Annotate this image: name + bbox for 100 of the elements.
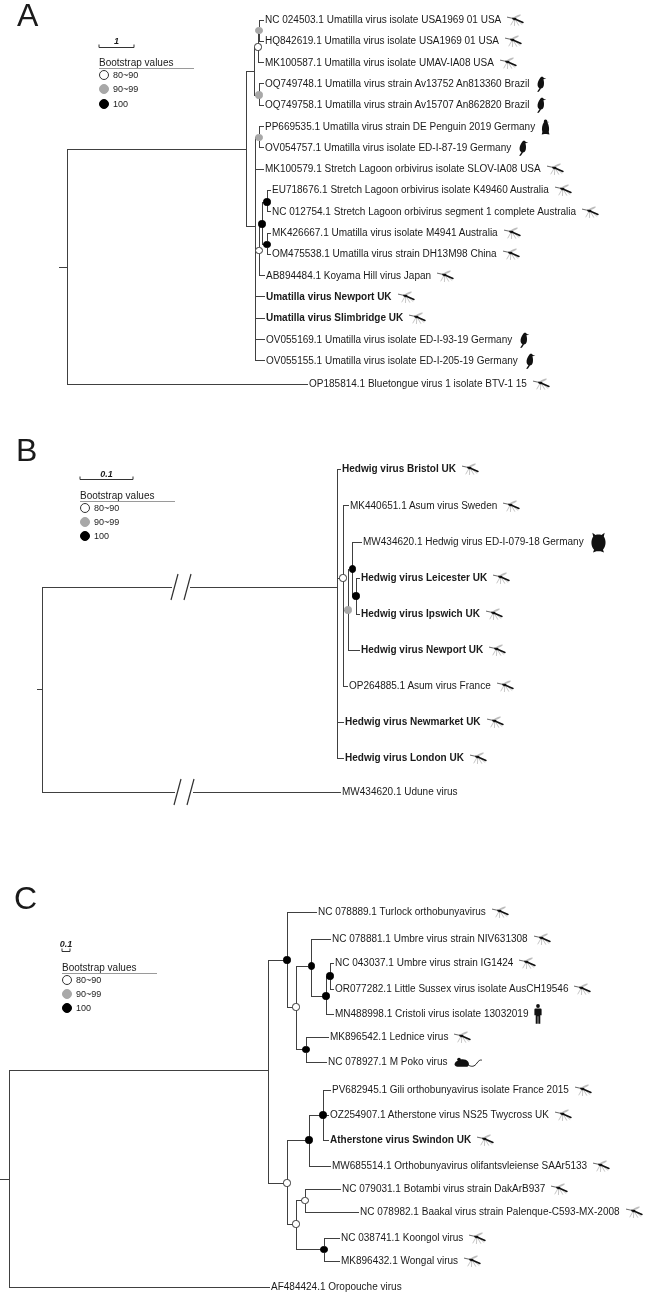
taxon-label: MK440651.1 Asum virus Sweden <box>350 499 498 512</box>
bootstrap-dot <box>292 1220 300 1228</box>
taxon-label: OV054757.1 Umatilla virus isolate ED-I-87-19 Germany <box>265 141 512 154</box>
bootstrap-dot <box>255 27 263 35</box>
bootstrap-dot <box>258 220 266 228</box>
branch-line <box>266 189 271 200</box>
legend-label: 90~99 <box>94 517 120 527</box>
branch-line <box>261 226 265 245</box>
taxon-label: OP185814.1 Bluetongue virus 1 isolate BTV-1 15 <box>309 378 527 390</box>
branch-line <box>323 1252 340 1262</box>
legend-label: 100 <box>76 1003 92 1013</box>
taxon-label: Hedwig virus Bristol UK <box>342 463 456 475</box>
bootstrap-dot <box>263 240 271 249</box>
branch-line <box>325 998 334 1015</box>
taxon-label: NC 012754.1 Stretch Lagoon orbivirus segment 1 complete Australia <box>272 205 577 218</box>
bootstrap-dot <box>339 574 347 582</box>
branch-line <box>342 580 348 687</box>
taxon-label: NC 079031.1 Botambi virus strain DakArB937 <box>342 1183 546 1195</box>
bootstrap-dot <box>302 1045 310 1054</box>
legend-title: Bootstrap values <box>62 961 157 974</box>
taxon-label: Umatilla virus Newport UK <box>266 290 392 303</box>
branch-line <box>322 1117 329 1141</box>
taxon-label: Umatilla virus Slimbridge UK <box>266 312 404 325</box>
branch-line <box>325 975 328 994</box>
branch-line <box>355 577 360 594</box>
branch-line <box>308 1142 331 1167</box>
taxon-label: MK896432.1 Wongal virus <box>341 1255 459 1267</box>
scale-label: 0.1 <box>100 469 113 479</box>
branch-line <box>0 1178 270 1288</box>
branch-line <box>311 938 331 964</box>
taxon-label: Hedwig virus London UK <box>345 752 464 764</box>
branch-line <box>286 1139 307 1181</box>
taxon-label: OZ254907.1 Atherstone virus NS25 Twycross UK <box>330 1109 549 1121</box>
taxon-label: OM475538.1 Umatilla virus strain DH13M98 China <box>272 248 497 261</box>
legend-label: 90~99 <box>76 989 102 999</box>
taxon-label: OP264885.1 Asum virus France <box>349 680 491 692</box>
bootstrap-dot <box>348 565 357 573</box>
branch-line <box>258 253 265 277</box>
bootstrap-dot <box>305 1136 313 1144</box>
branch-line <box>266 232 271 242</box>
taxon-label: Hedwig virus Newmarket UK <box>345 716 481 728</box>
branch-line <box>258 33 264 42</box>
taxon-label: PV682945.1 Gili orthobunyavirus isolate France 2015 <box>332 1084 569 1096</box>
scale-label: 1 <box>114 36 119 46</box>
scale-label: 0.1 <box>59 939 73 949</box>
taxon-label: NC 024503.1 Umatilla virus isolate USA1969 01 USA <box>265 14 502 26</box>
taxon-label: MK100579.1 Stretch Lagoon orbivirus isolate SLOV-IA08 USA <box>265 163 541 176</box>
bootstrap-dot <box>255 246 263 255</box>
taxon-label: NC 078881.1 Umbre virus strain NIV631308 <box>332 933 528 945</box>
branch-line <box>347 568 350 608</box>
bootstrap-dot <box>292 1003 300 1011</box>
bootstrap-dot <box>326 972 334 980</box>
branch-line <box>329 962 334 974</box>
bootstrap-dot <box>263 198 271 206</box>
branch-line <box>58 266 308 385</box>
branch-line <box>352 541 362 567</box>
legend-label: 100 <box>113 98 129 109</box>
taxon-label: OR077282.1 Little Sussex virus isolate AusCH19546 <box>335 983 569 995</box>
branch-line <box>258 126 264 135</box>
branch-line <box>305 1052 327 1063</box>
legend-label: 80~90 <box>94 503 120 513</box>
legend-label: 100 <box>94 531 110 541</box>
taxon-label: HQ842619.1 Umatilla virus isolate USA1969 01 USA <box>265 35 499 48</box>
branch-line <box>295 965 309 1005</box>
branch-line <box>258 83 264 93</box>
branch-line <box>311 968 324 997</box>
branch-line <box>304 1203 359 1213</box>
branch-line <box>266 247 271 255</box>
taxon-label: NC 038741.1 Koongol virus <box>341 1232 464 1244</box>
taxon-label: PP669535.1 Umatilla virus strain DE Penguin 2019 Germany <box>265 120 536 133</box>
taxon-label: MN488998.1 Cristoli virus isolate 13032019 <box>335 1008 529 1020</box>
branch-line <box>308 1114 321 1138</box>
legend-title: Bootstrap values <box>99 56 194 69</box>
branch-line <box>257 49 264 64</box>
taxon-label: MK100587.1 Umatilla virus isolate UMAV-IA08 USA <box>265 56 494 69</box>
taxon-label: OQ749748.1 Umatilla virus strain Av13752 An813360 Brazil <box>265 77 530 90</box>
bootstrap-dot <box>283 956 291 964</box>
taxon-label: Atherstone virus Swindon UK <box>330 1134 472 1146</box>
branch-line <box>325 1114 329 1116</box>
branch-line <box>36 688 341 793</box>
branch-line <box>286 1185 294 1225</box>
bootstrap-dot <box>301 1196 309 1205</box>
branch-line <box>295 1009 304 1050</box>
branch-line <box>304 1188 341 1198</box>
legend-label: 80~90 <box>113 69 139 80</box>
bootstrap-dot <box>322 992 330 1000</box>
branch-line <box>329 978 334 990</box>
branch-line <box>305 1036 329 1047</box>
branch-line <box>295 1200 303 1222</box>
taxon-label: Hedwig virus Leicester UK <box>361 572 488 584</box>
bootstrap-dot <box>255 91 263 99</box>
taxon-label: MW685514.1 Orthobunyavirus olifantsvleiense SAAr5133 <box>332 1160 588 1172</box>
branch-line <box>258 19 264 28</box>
bootstrap-dot <box>320 1245 328 1254</box>
taxon-label: NC 078889.1 Turlock orthobunyavirus <box>318 906 486 918</box>
branch-line <box>258 97 264 106</box>
branch-line <box>323 1237 340 1247</box>
bootstrap-dot <box>254 43 262 51</box>
panel-letter: A <box>17 0 39 31</box>
taxon-label: MK896542.1 Lednice virus <box>330 1031 449 1043</box>
